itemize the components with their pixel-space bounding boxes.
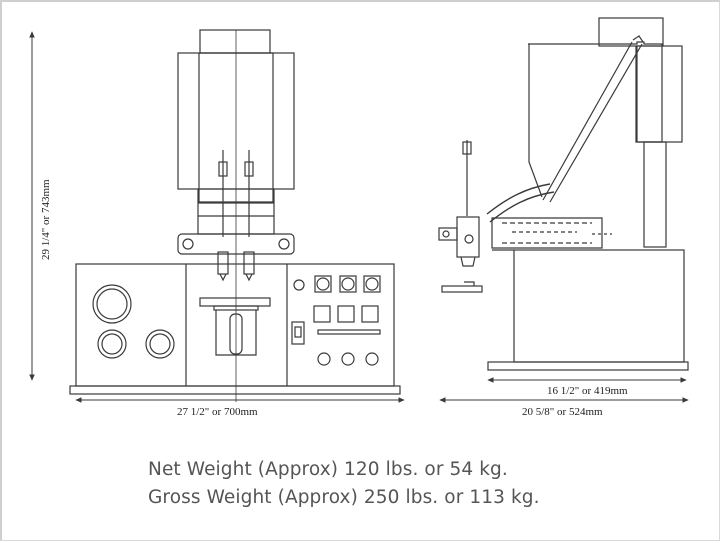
gross-weight-text: Gross Weight (Approx) 250 lbs. or 113 kg… bbox=[148, 487, 540, 508]
front-view bbox=[69, 29, 401, 402]
panel-dial-1 bbox=[314, 275, 332, 293]
panel-dial-2 bbox=[339, 275, 357, 293]
front-piston-right bbox=[243, 150, 255, 282]
panel-knob bbox=[293, 279, 305, 291]
gauge-small-left bbox=[97, 329, 127, 359]
panel-light-1 bbox=[317, 352, 331, 366]
front-width-label: 27 1/2" or 700mm bbox=[177, 406, 258, 418]
height-dimension: 29 1/4" or 743mm bbox=[29, 31, 52, 381]
panel-switch bbox=[291, 321, 305, 345]
side-depth-inner-label: 16 1/2" or 419mm bbox=[547, 385, 628, 397]
side-depth-inner-dimension: 16 1/2" or 419mm bbox=[487, 377, 687, 397]
panel-dial-3 bbox=[363, 275, 381, 293]
panel-light-2 bbox=[341, 352, 355, 366]
weight-info: Net Weight (Approx) 120 lbs. or 54 kg. G… bbox=[148, 456, 540, 512]
side-depth-outer-label: 20 5/8" or 524mm bbox=[522, 406, 603, 418]
front-piston-left bbox=[217, 150, 229, 282]
side-view bbox=[438, 17, 689, 371]
panel-light-3 bbox=[365, 352, 379, 366]
gauge-large bbox=[92, 284, 132, 324]
front-width-dimension: 27 1/2" or 700mm bbox=[75, 397, 405, 418]
net-weight-text: Net Weight (Approx) 120 lbs. or 54 kg. bbox=[148, 459, 508, 480]
side-depth-outer-dimension: 20 5/8" or 524mm bbox=[439, 397, 689, 418]
height-dimension-label: 29 1/4" or 743mm bbox=[40, 179, 52, 260]
gauge-small-right bbox=[145, 329, 175, 359]
